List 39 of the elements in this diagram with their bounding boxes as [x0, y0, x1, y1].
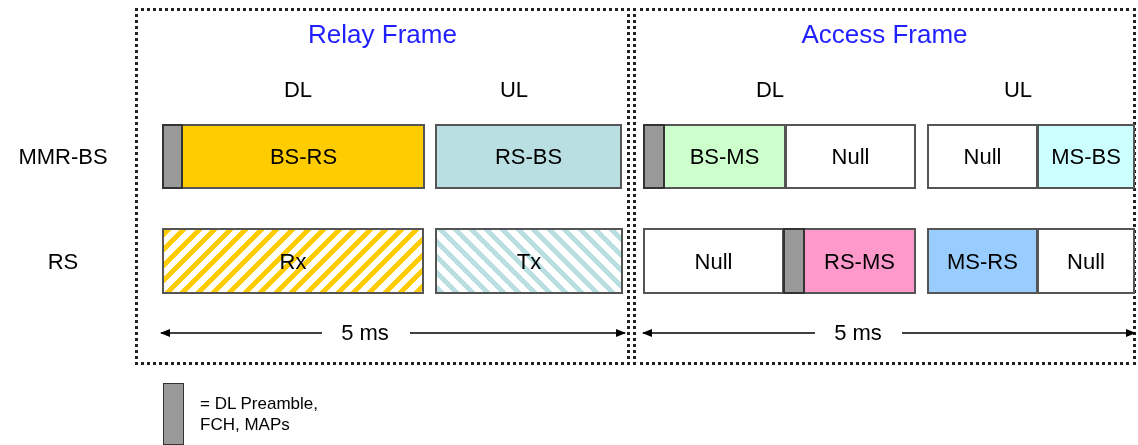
frame-segment	[1037, 124, 1135, 189]
frame-title: Relay Frame	[307, 21, 458, 47]
preamble-bar	[643, 124, 665, 189]
frame-segment	[435, 228, 623, 294]
frame-segment	[162, 228, 424, 294]
preamble-bar	[162, 124, 183, 189]
segment-label: BS-RS	[268, 143, 339, 171]
segment-label: BS-MS	[688, 143, 761, 171]
link-direction-label: UL	[1003, 79, 1033, 101]
segment-label: RS-MS	[823, 247, 896, 276]
segment-label: MS-BS	[1050, 143, 1122, 171]
segment-label: RS-BS	[493, 143, 564, 171]
duration-label: 5 ms	[341, 322, 389, 344]
frame-segment	[643, 228, 784, 294]
segment-label: Tx	[515, 247, 543, 276]
segment-label: Null	[693, 247, 734, 276]
frame-segment	[783, 228, 916, 294]
link-direction-label: DL	[283, 79, 313, 101]
frame-segment	[643, 124, 786, 189]
duration-label: 5 ms	[834, 322, 882, 344]
frame-title: Access Frame	[800, 21, 969, 47]
legend-text: = DL Preamble, FCH, MAPs	[200, 393, 319, 435]
frame-segment	[1037, 228, 1135, 294]
preamble-bar	[783, 228, 805, 294]
frame-segment	[927, 228, 1038, 294]
segment-label: Null	[1066, 247, 1106, 276]
station-label: MMR-BS	[18, 146, 108, 168]
link-direction-label: DL	[755, 79, 785, 101]
frame-segment	[162, 124, 425, 189]
link-direction-label: UL	[499, 79, 529, 101]
frame-segment	[927, 124, 1038, 189]
segment-label: MS-RS	[946, 247, 1019, 276]
segment-label: Null	[830, 143, 871, 171]
segment-label: Null	[962, 143, 1003, 171]
station-label: RS	[47, 251, 79, 273]
frame-panel	[633, 8, 1136, 365]
frame-panel	[135, 8, 630, 365]
frame-segment	[435, 124, 622, 189]
frame-segment	[785, 124, 916, 189]
